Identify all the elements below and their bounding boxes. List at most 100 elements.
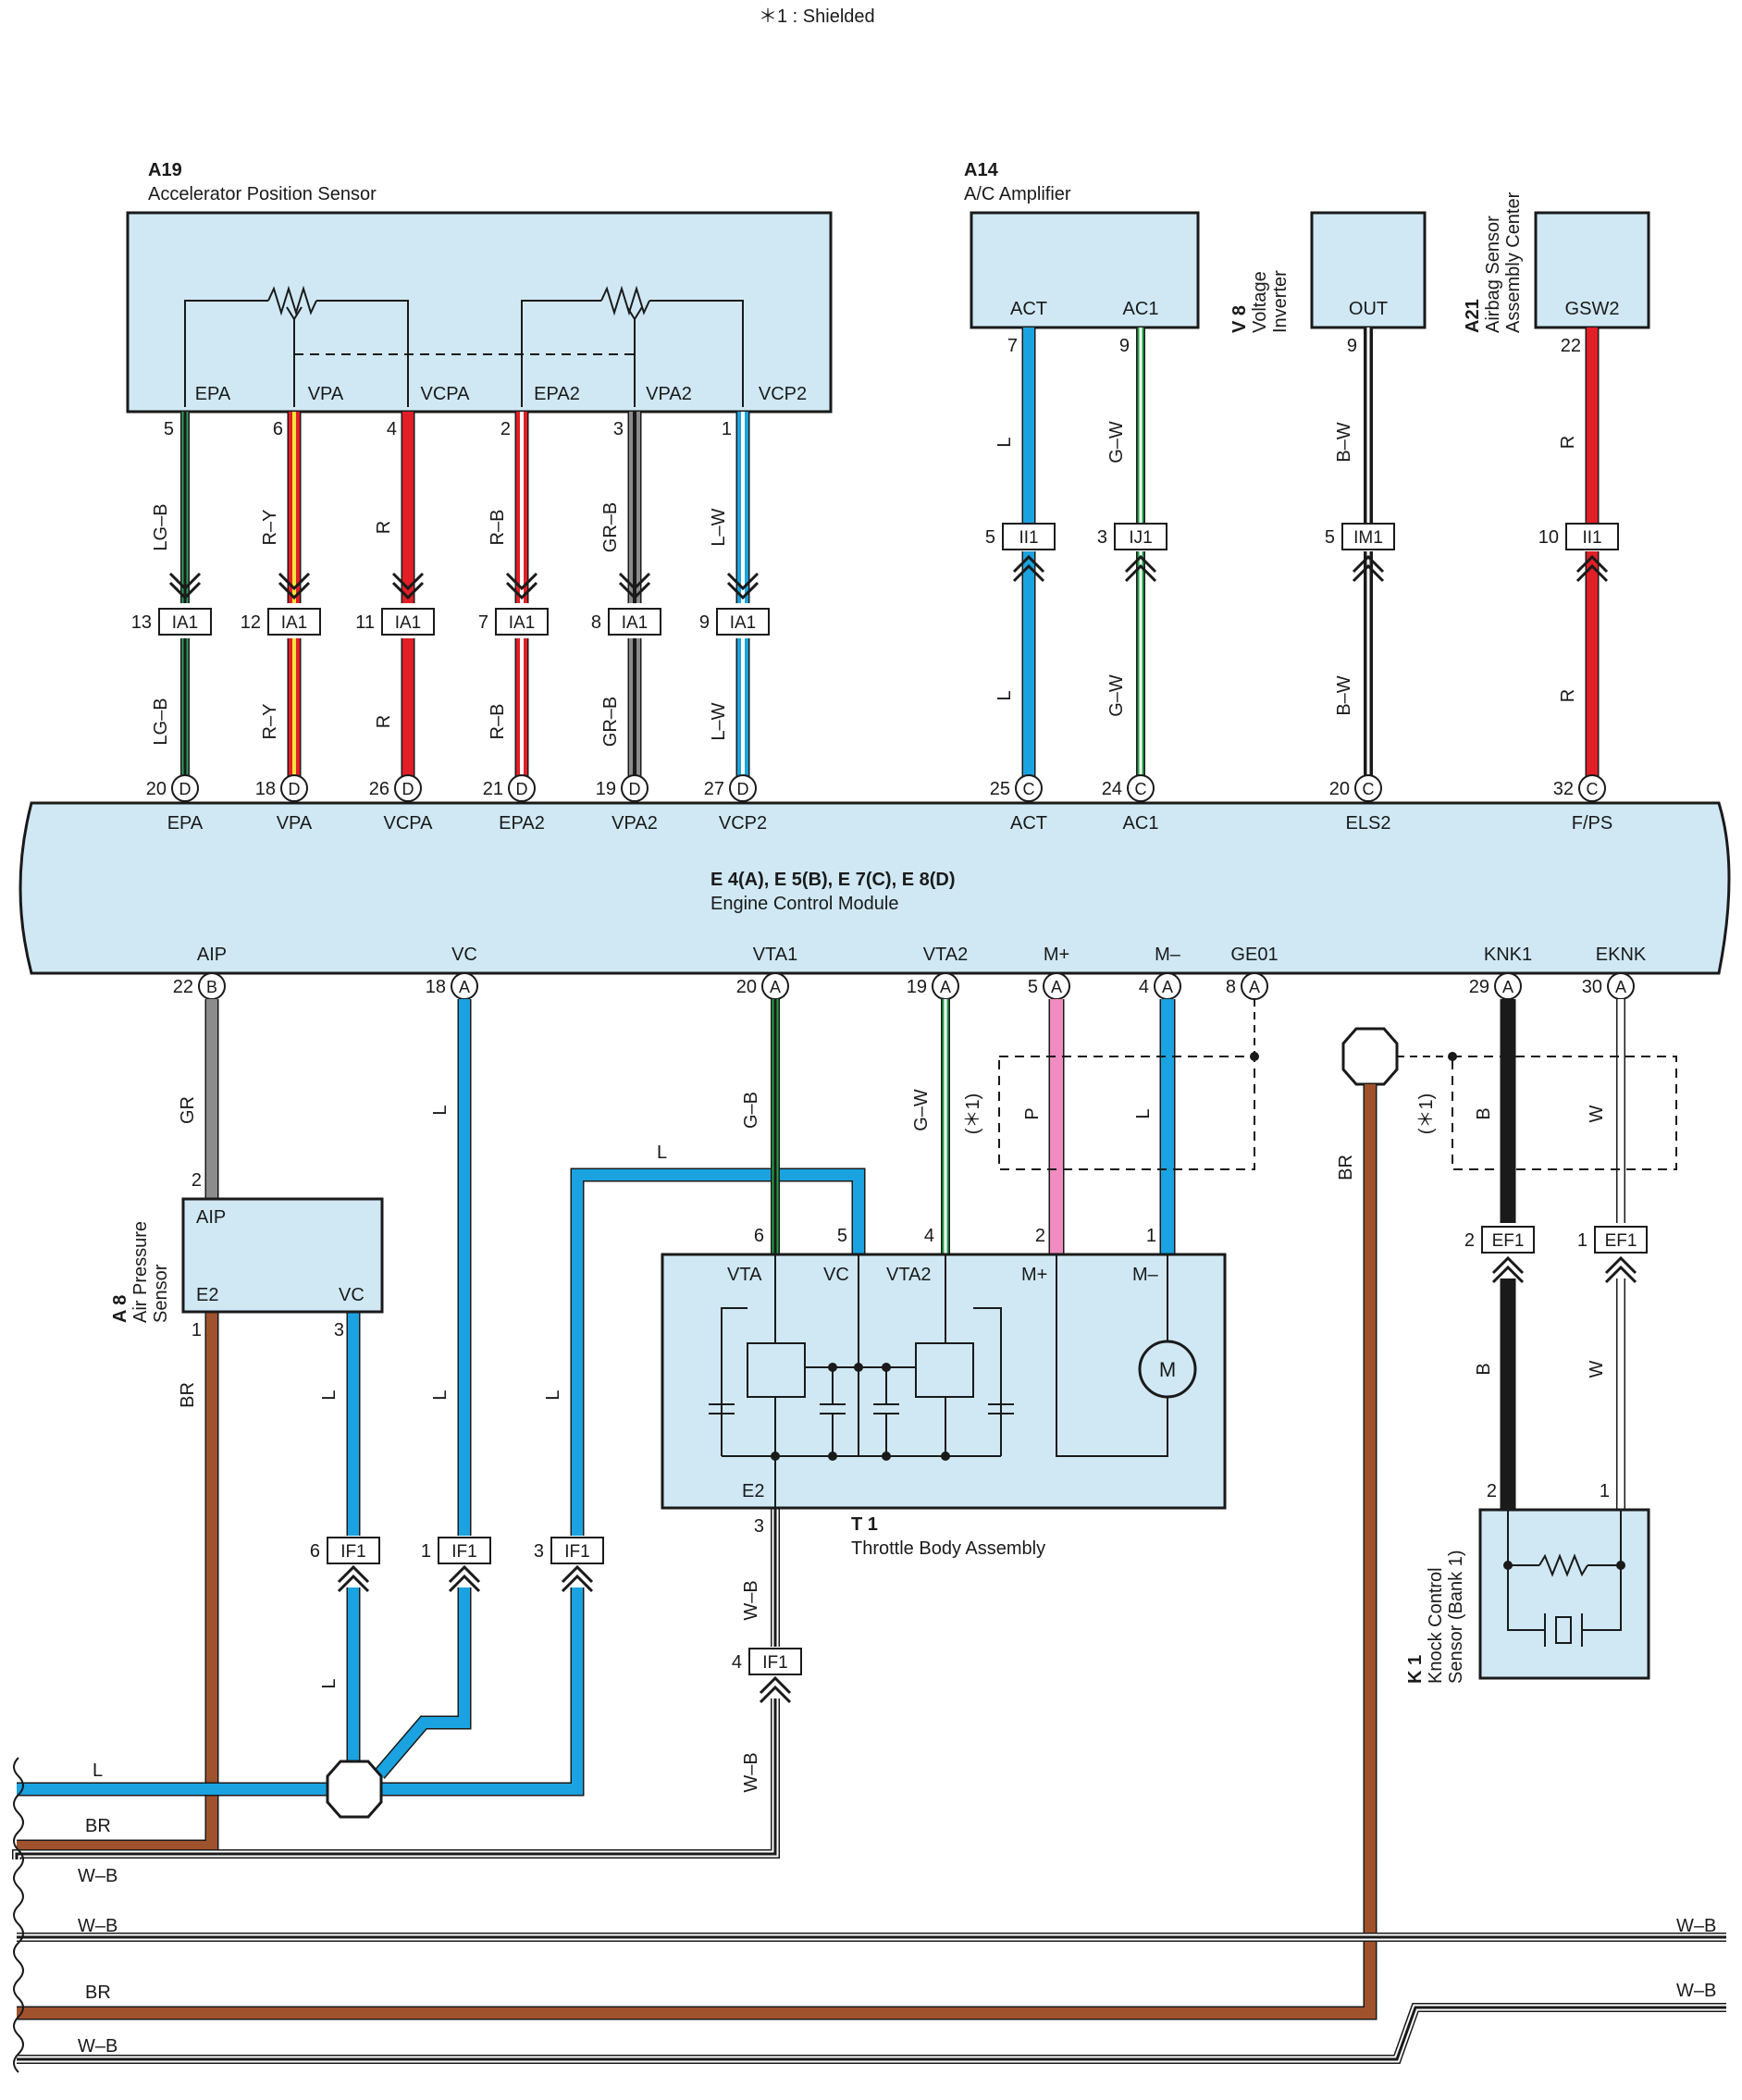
wire-color-label: R–Y [260, 704, 280, 740]
junction-VCPA-num: 11 [355, 612, 375, 633]
junction-arrow [618, 581, 651, 600]
junction-arrow [448, 1574, 481, 1593]
junction-AC1-box [1114, 523, 1168, 550]
junction-arrow [726, 572, 760, 591]
junction-if1-a-name: IF1 [340, 1542, 365, 1562]
junction-ACT-name: II1 [1019, 528, 1038, 548]
junction-ef1-b-name: EF1 [1605, 1231, 1637, 1251]
top-pin-num: 9 [1119, 336, 1130, 356]
junction-VPA2-box [608, 608, 661, 636]
wire-color-label: R [374, 521, 394, 534]
ecm-top-pin-name: VPA2 [612, 813, 658, 834]
junction-VPA-name: IA1 [281, 613, 308, 633]
top-pin-num: 7 [1007, 336, 1018, 356]
wire-color-label: L [430, 1105, 451, 1115]
junction-FPS-num: 10 [1538, 527, 1559, 548]
wire-a8-e2 [17, 1312, 217, 1852]
svg-text:M–: M– [1132, 1265, 1159, 1285]
t1-terminal-labels: VTA VC VTA2 M+ M– E2 [727, 1265, 1159, 1501]
k1-pin-b: 2 [1487, 1481, 1497, 1501]
svg-text:Sensor: Sensor [151, 1264, 171, 1323]
a8-pin-vc: 3 [334, 1320, 344, 1340]
shield-dot-2 [1448, 1052, 1457, 1061]
wire-color-label: L [995, 437, 1015, 447]
junction-ef1-a-box [1481, 1226, 1535, 1254]
ecm-bottom-pin-name: M+ [1044, 945, 1069, 965]
svg-text:AC1: AC1 [1123, 299, 1159, 319]
ecm-bottom-pin-EKNK-num: 30 [1582, 977, 1602, 997]
wire-color-label: L [995, 690, 1015, 700]
ecm-top-pin-AC1-circle [1127, 774, 1155, 802]
junction-ELS2-box [1341, 523, 1395, 550]
wire-color-label: GR–B [600, 697, 621, 747]
ecm-top-pin-name: ACT [1010, 813, 1047, 834]
wire-t1-e2-lower [13, 1699, 779, 1859]
ecm-top-pin-VPA-circle [280, 774, 308, 802]
ecm-bottom-pin-name: AIP [197, 945, 227, 965]
svg-text:Air Pressure: Air Pressure [130, 1221, 151, 1323]
svg-text:Knock Control: Knock Control [1426, 1567, 1446, 1684]
top-pin-num: 6 [273, 419, 283, 439]
t1-pin-mm: 1 [1146, 1226, 1156, 1246]
ecm-top-pin-name: EPA2 [499, 813, 545, 834]
a21-label: A21 Airbag Sensor Assembly Center [1463, 191, 1524, 333]
wire-color-label: B–W [1334, 422, 1354, 462]
a19-box [126, 211, 833, 414]
wire-color-label: BR [1336, 1155, 1356, 1180]
wire-color-label: LG–B [151, 503, 171, 550]
junction-if1-d-num: 4 [732, 1652, 742, 1673]
junction-arrow [726, 581, 760, 600]
junction-arrow [1491, 1265, 1525, 1284]
a8-pin-e2: 1 [191, 1320, 202, 1340]
junction-VCP2-name: IA1 [730, 613, 757, 633]
junction-arrow [1575, 563, 1609, 583]
junction-EPA-box [158, 608, 212, 636]
wire-color-label: R–Y [260, 510, 280, 546]
junction-if1-d-box [748, 1648, 802, 1675]
top-terminal-labels: EPA VPA VCPA EPA2 VPA2 VCP2 ACT AC1 OUT … [195, 299, 1620, 404]
junction-EPA2-name: IA1 [509, 613, 536, 633]
shield-box [998, 1056, 1255, 1170]
ecm-bottom-pin-M–-conn: A [1162, 978, 1173, 996]
junction-if1-a-box [327, 1537, 380, 1564]
ecm-bottom-pin-name: VTA1 [753, 945, 798, 965]
wire-color-label: G–B [741, 1092, 761, 1129]
t1-pin-vta2: 4 [924, 1226, 934, 1246]
wire-color-label: B–W [1334, 675, 1354, 715]
ecm-top-pin-ACT-circle [1015, 774, 1043, 802]
svg-text:VPA: VPA [308, 384, 344, 404]
wire-color-label: L [430, 1390, 451, 1400]
wire-color-label: GR [178, 1096, 198, 1124]
ecm-bottom-pin-M+-conn: A [1051, 978, 1062, 996]
ecm-bottom-pin-AIP-num: 22 [173, 977, 193, 997]
ecm-code: E 4(A), E 5(B), E 7(C), E 8(D) [710, 870, 955, 890]
junction-arrow [337, 1564, 370, 1584]
junction-if1-c-box [550, 1537, 604, 1564]
wire-color-label: L [319, 1678, 340, 1688]
v8-label: V 8 Voltage Inverter [1229, 270, 1291, 333]
wire-color-label: R–B [488, 510, 508, 546]
junction-arrow [448, 1564, 481, 1584]
wire-color-label: R [1558, 436, 1578, 449]
a8-box [181, 1197, 384, 1314]
ecm-top-pin-VPA-num: 18 [255, 779, 276, 799]
a14-name: A/C Amplifier [964, 184, 1071, 204]
ecm-top-pin-VCPA-circle [394, 774, 422, 802]
shield-note: ＊1 : Shielded [759, 6, 875, 27]
junction-AC1-name: IJ1 [1129, 528, 1152, 548]
junction-arrow [618, 572, 651, 591]
wire-t1-e2-lower [12, 1699, 780, 1859]
junction-arrow [561, 1564, 594, 1584]
top-pin-num: 5 [164, 419, 174, 439]
svg-text:E2: E2 [742, 1481, 764, 1501]
ecm-top-pin-AC1-conn: C [1135, 780, 1147, 798]
break-mark-left [13, 1757, 24, 2073]
wire-color-label: B [1474, 1107, 1494, 1119]
junction-EPA2-box [495, 608, 549, 636]
svg-text:Assembly Center: Assembly Center [1503, 191, 1524, 333]
wire-color-label: W–B [741, 1752, 761, 1792]
ecm-top-pin-EPA2-num: 21 [483, 779, 503, 799]
ground-wire-label: L [93, 1760, 103, 1781]
top-pin-num: 3 [613, 419, 624, 439]
junction-arrow [391, 572, 425, 591]
